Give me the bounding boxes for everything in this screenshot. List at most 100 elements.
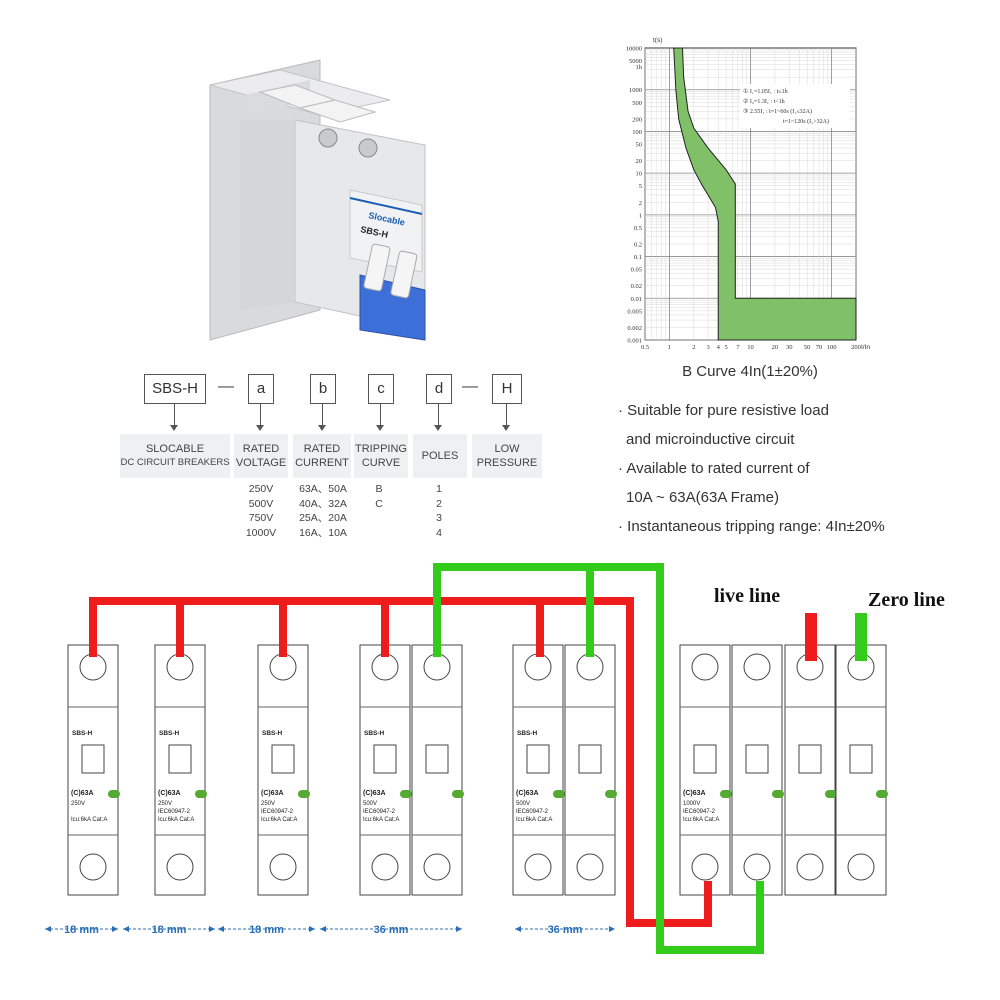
module-icu: Icu:6kA Cat:A [516,817,552,823]
module-icu: Icu:6kA Cat:A [363,817,399,823]
voltage-options: 250V 500V 750V 1000V [236,482,286,540]
poles-option: 1 [436,483,442,495]
dimension-arrow-icon [112,926,118,932]
module-standard: IEC60947-2 [683,809,716,815]
curve-options: B C [366,482,392,511]
dimension-label: 18 mm [64,924,99,936]
dimension-arrow-icon [309,926,315,932]
top-terminal-icon [269,653,297,681]
desc-pressure-line1: LOW [494,443,520,455]
code-dash: — [218,378,234,395]
desc-brand: SLOCABLE DC CIRCUIT BREAKERS [120,434,230,478]
x-tick-label: 50 [804,344,811,351]
top-terminal-icon [423,653,451,681]
y-tick-label: 200 [632,116,642,123]
top-terminal-icon [691,653,719,681]
module-name: SBS-H [72,730,93,737]
module-rating: (C)63A [683,790,706,797]
y-tick-label: 0.001 [627,338,642,345]
toggle-slot [745,744,769,774]
module-body [512,644,564,896]
toggle-slot [849,744,873,774]
module-rating: (C)63A [363,790,386,797]
bottom-terminal-icon [691,853,719,881]
status-indicator-icon [108,790,120,798]
module-voltage: 250V [261,801,275,807]
desc-brand-line2: DC CIRCUIT BREAKERS [120,457,230,468]
trip-band-area [673,47,857,341]
bottom-terminal-icon [79,853,107,881]
current-option: 40A、32A [299,497,347,510]
status-indicator-icon [720,790,732,798]
module-standard: IEC60947-2 [158,809,191,815]
module-voltage: 250V [158,801,172,807]
module-icu: Icu:6kA Cat:A [261,817,297,823]
x-tick-label: 30 [786,344,793,351]
legend-note: ③ 2.55I₁ : t=1~60s (I₁≤32A) [743,108,812,115]
feature-text: and microinductive circuit [626,431,795,448]
bottom-terminal-icon [576,853,604,881]
y-tick-label: 5 [639,183,642,190]
dimension-arrow-icon [45,926,51,932]
y-tick-label: 2 [639,200,642,207]
y-tick-label: 10 [636,171,643,178]
bottom-terminal-icon [423,853,451,881]
module-name: SBS-H [517,730,538,737]
module-body [257,644,309,896]
module-body [564,644,616,896]
y-tick-label: 0.5 [634,225,642,232]
y-tick-label: 10000 [626,46,642,53]
breaker-module [784,644,837,896]
desc-current-line2: CURRENT [295,457,349,469]
module-name: SBS-H [159,730,180,737]
desc-pressure: LOW PRESSURE [472,434,542,478]
x-tick-label: 3 [706,344,709,351]
dimension-label: 18 mm [249,924,284,936]
toggle-slot [168,744,192,774]
current-option: 16A、10A [299,526,347,539]
module-voltage: 500V [516,801,530,807]
x-axis-label: I/In [861,344,870,351]
dimension-arrow-icon [209,926,215,932]
bottom-terminal-icon [166,853,194,881]
toggle-slot [81,744,105,774]
current-options: 63A、50A 40A、32A 25A、20A 16A、10A [294,482,352,540]
y-tick-label: 0.01 [631,296,642,303]
module-icu: Icu:6kA Cat:A [683,817,719,823]
toggle-slot [425,744,449,774]
status-indicator-icon [876,790,888,798]
module-rating: (C)63A [261,790,284,797]
y-tick-label: 0.05 [631,267,642,274]
tripping-curve-chart: 1000050001h10005002001005020105210.50.20… [626,37,871,351]
module-rating: (C)63A [158,790,181,797]
desc-pressure-line2: PRESSURE [476,457,538,469]
code-box-c: c [368,374,394,404]
y-tick-label: 5000 [629,58,642,65]
y-tick-label: 0.005 [627,308,642,315]
legend-note: ② I₂=1.3I₁ : t<1h [743,98,785,105]
x-tick-label: 200 [851,344,861,351]
dimension-label: 18 mm [152,924,187,936]
module-voltage: 500V [363,801,377,807]
code-box-d: d [426,374,452,404]
y-tick-label: 0.02 [631,283,642,290]
feature-line: and microinductive circuit [626,425,794,454]
y-tick-label: 0.1 [634,254,642,261]
top-terminal-icon [371,653,399,681]
toggle-slot [693,744,717,774]
x-tick-label: 5 [724,344,727,351]
module-body [784,644,836,896]
dimension-arrow-icon [609,926,615,932]
status-indicator-icon [825,790,837,798]
toggle-slot [578,744,602,774]
module-standard: IEC60947-2 [261,809,294,815]
desc-voltage-line2: VOLTAGE [235,457,287,469]
status-indicator-icon [195,790,207,798]
legend-note: ① I₁=1.05I₁ : t≤1h [743,88,788,95]
y-tick-label: 1 [639,212,642,219]
module-name: SBS-H [262,730,283,737]
x-tick-label: 20 [772,344,779,351]
